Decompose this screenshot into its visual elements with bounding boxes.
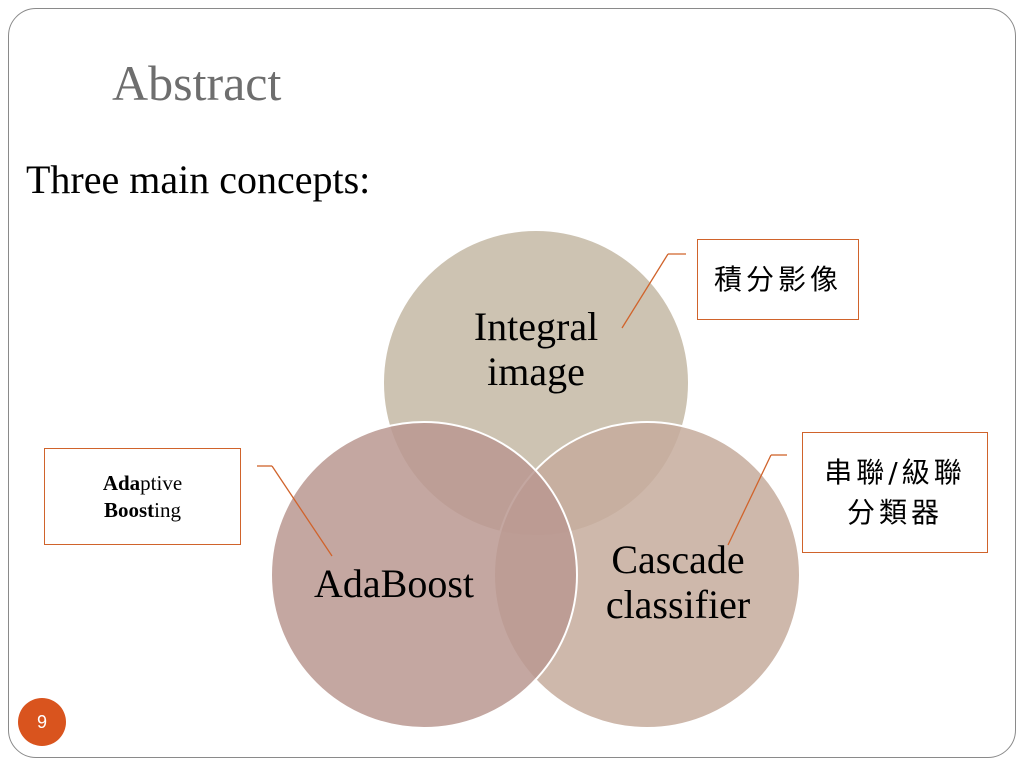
- slide-frame: [8, 8, 1016, 758]
- label-cascade-classifier: Cascade classifier: [578, 537, 778, 627]
- callout-ada-rest: ptive: [140, 470, 183, 495]
- label-integral-line1: Integral: [473, 304, 599, 349]
- page-number-badge: 9: [18, 698, 66, 746]
- label-adaboost-line1: AdaBoost: [314, 561, 474, 606]
- circle-adaboost: [270, 421, 578, 729]
- callout-cascade-line2: 分類器: [846, 495, 943, 529]
- label-integral-line2: image: [487, 349, 585, 394]
- callout-adaboost-line1: Adaptive: [103, 470, 182, 497]
- callout-adaboost: Adaptive Boosting: [44, 448, 241, 545]
- label-integral-image: Integral image: [436, 304, 636, 394]
- callout-boost-bold: Boost: [103, 497, 155, 522]
- callout-cascade-line1: 串聯/級聯: [824, 455, 966, 489]
- connector-cascade: [727, 454, 772, 546]
- label-cascade-line1: Cascade: [611, 537, 745, 582]
- connector-integral: [621, 253, 669, 329]
- connector-adaboost: [271, 465, 333, 557]
- callout-adaboost-line2: Boosting: [104, 497, 181, 524]
- label-adaboost: AdaBoost: [294, 561, 494, 606]
- callout-integral-image: 積分影像: [697, 239, 859, 320]
- callout-integral-text: 積分影像: [713, 262, 842, 296]
- label-cascade-line2: classifier: [605, 582, 751, 627]
- callout-ada-bold: Ada: [102, 470, 141, 495]
- slide-subtitle: Three main concepts:: [26, 157, 371, 202]
- slide-title: Abstract: [112, 55, 282, 111]
- callout-boost-rest: ing: [154, 497, 182, 522]
- callout-cascade-classifier: 串聯/級聯 分類器: [802, 432, 988, 553]
